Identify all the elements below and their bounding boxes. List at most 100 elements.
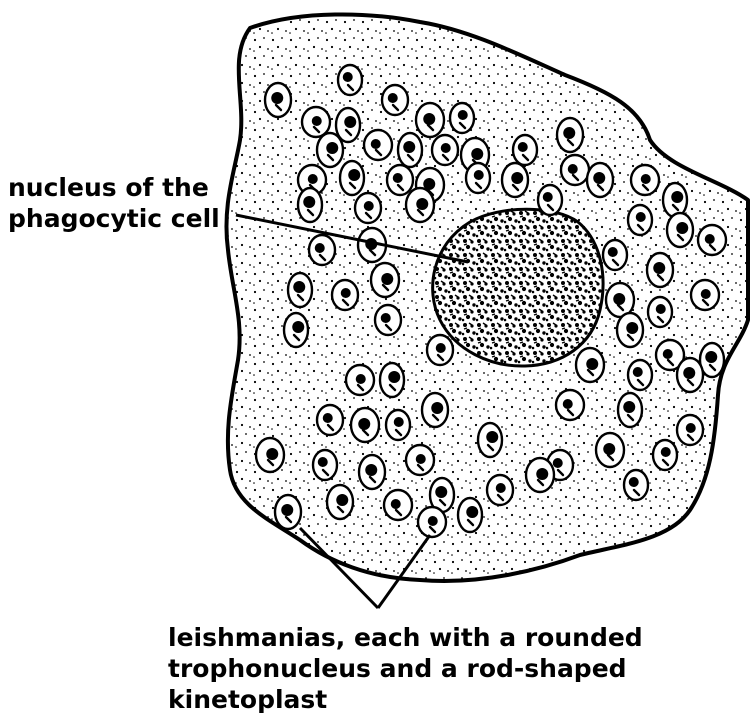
trophonucleus xyxy=(393,173,403,183)
trophonucleus xyxy=(266,448,278,460)
leishmania-body xyxy=(332,280,358,310)
leishmania-body xyxy=(387,165,413,195)
trophonucleus xyxy=(388,93,398,103)
leishmania-body xyxy=(317,405,343,435)
leishmania-body xyxy=(624,470,648,500)
trophonucleus xyxy=(441,143,451,153)
trophonucleus xyxy=(371,139,381,149)
trophonucleus xyxy=(365,464,377,476)
trophonucleus xyxy=(563,127,575,139)
trophonucleus xyxy=(423,113,435,125)
leishmania-body xyxy=(309,235,335,265)
trophonucleus xyxy=(656,304,666,314)
trophonucleus xyxy=(626,322,638,334)
trophonucleus xyxy=(303,196,315,208)
trophonucleus xyxy=(428,516,438,526)
trophonucleus xyxy=(388,371,400,383)
leishmania-body xyxy=(628,360,652,390)
trophonucleus xyxy=(676,222,688,234)
leishmania-body xyxy=(603,240,627,270)
trophonucleus xyxy=(381,273,393,285)
leishmania-body xyxy=(576,348,604,382)
trophonucleus xyxy=(318,457,328,467)
trophonucleus xyxy=(358,418,370,430)
leishmania-body xyxy=(631,165,659,195)
trophonucleus xyxy=(391,499,401,509)
trophonucleus xyxy=(315,243,325,253)
leishmania-body xyxy=(557,118,583,152)
trophonucleus xyxy=(486,431,498,443)
leishmania-body xyxy=(698,225,726,255)
leishmania-body xyxy=(648,297,672,327)
trophonucleus xyxy=(466,506,478,518)
leishmania-label-line-1: leishmanias, each with a rounded xyxy=(168,622,643,653)
trophonucleus xyxy=(336,494,348,506)
leishmania-body xyxy=(427,335,453,365)
trophonucleus xyxy=(431,402,443,414)
leishmania-body xyxy=(487,475,513,505)
trophonucleus xyxy=(705,351,717,363)
leishmania-body xyxy=(386,410,410,440)
trophonucleus xyxy=(308,174,318,184)
trophonucleus xyxy=(435,486,447,498)
trophonucleus xyxy=(343,72,353,82)
leishmania-body xyxy=(288,273,312,307)
trophonucleus xyxy=(543,192,553,202)
leishmania-body xyxy=(618,393,642,427)
leishmania-body xyxy=(380,363,404,397)
trophonucleus xyxy=(292,321,304,333)
leishmania-label-line-3: kinetoplast xyxy=(168,684,643,715)
leishmania-body xyxy=(327,485,353,519)
leishmania-body xyxy=(406,188,434,222)
trophonucleus xyxy=(633,367,643,377)
leishmania-body xyxy=(628,205,652,235)
trophonucleus xyxy=(471,148,483,160)
nucleus-label-line-1: nucleus of the xyxy=(8,172,220,203)
trophonucleus xyxy=(553,458,563,468)
leishmania-body xyxy=(596,433,624,467)
trophonucleus xyxy=(326,142,338,154)
trophonucleus xyxy=(653,262,665,274)
trophonucleus xyxy=(629,477,639,487)
leishmania-body xyxy=(432,135,458,165)
trophonucleus xyxy=(293,281,305,293)
leishmania-body xyxy=(450,103,474,133)
trophonucleus xyxy=(341,288,351,298)
trophonucleus xyxy=(518,142,528,152)
trophonucleus xyxy=(496,483,506,493)
trophonucleus xyxy=(536,468,548,480)
leishmania-body xyxy=(265,83,291,117)
leishmania-body xyxy=(418,507,446,537)
leishmania-body xyxy=(691,280,719,310)
trophonucleus xyxy=(705,234,715,244)
leishmania-body xyxy=(384,490,412,520)
leishmania-body xyxy=(458,498,482,532)
leishmania-body xyxy=(478,423,502,457)
trophonucleus xyxy=(323,413,333,423)
leishmania-body xyxy=(351,408,379,442)
trophonucleus xyxy=(381,313,391,323)
trophonucleus xyxy=(568,164,578,174)
leishmania-body xyxy=(677,415,703,445)
leishmania-body xyxy=(298,188,322,222)
leishmania-body xyxy=(617,313,643,347)
leishmania-body xyxy=(538,185,562,215)
leishmania-body xyxy=(667,213,693,247)
leishmania-body xyxy=(359,455,385,489)
leishmania-label: leishmanias, each with a rounded trophon… xyxy=(168,622,643,715)
leishmania-body xyxy=(422,393,448,427)
leishmania-body xyxy=(466,163,490,193)
trophonucleus xyxy=(663,349,673,359)
leishmania-body xyxy=(355,193,381,223)
leishmania-label-line-2: trophonucleus and a rod-shaped xyxy=(168,653,643,684)
leishmania-body xyxy=(313,450,337,480)
trophonucleus xyxy=(436,343,446,353)
leishmania-body xyxy=(502,163,528,197)
phagocytic-cell-nucleus xyxy=(433,209,603,366)
trophonucleus xyxy=(356,374,366,384)
trophonucleus xyxy=(613,293,625,305)
leishmania-body xyxy=(653,440,677,470)
trophonucleus xyxy=(608,247,618,257)
leishmania-body xyxy=(406,445,434,475)
